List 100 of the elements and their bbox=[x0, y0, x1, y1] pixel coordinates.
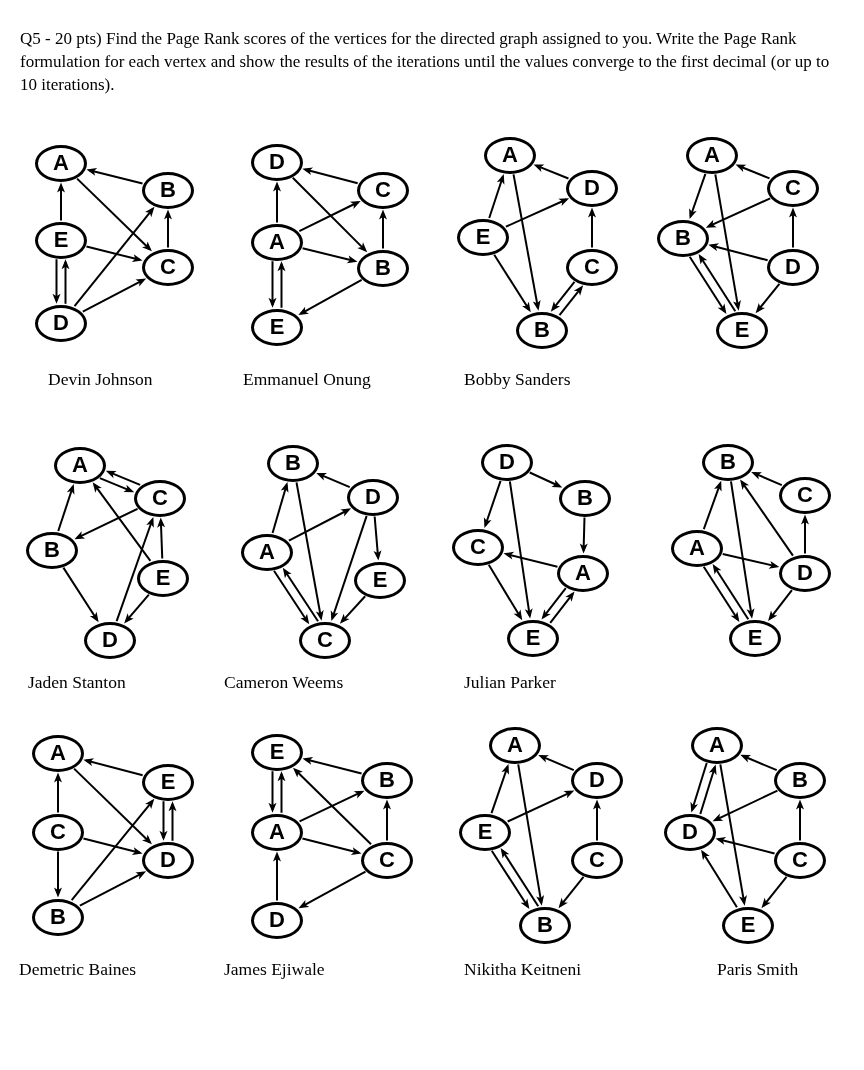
arrow bbox=[490, 763, 509, 815]
arrow bbox=[503, 551, 559, 568]
arrow bbox=[70, 798, 155, 902]
vertex-node: E bbox=[354, 561, 406, 599]
arrow bbox=[73, 206, 155, 308]
vertex-node: D bbox=[481, 443, 533, 481]
vertex-node: C bbox=[571, 841, 623, 879]
arrow bbox=[268, 260, 277, 308]
arrow bbox=[688, 255, 727, 315]
arrow bbox=[755, 282, 781, 314]
student-name: Julian Parker bbox=[464, 672, 556, 692]
arrow bbox=[541, 587, 567, 620]
vertex-node: D bbox=[664, 813, 716, 851]
vertex-node: E bbox=[716, 311, 768, 349]
vertex-node: C bbox=[452, 528, 504, 566]
vertex-node: B bbox=[657, 219, 709, 257]
vertex-node: B bbox=[142, 171, 194, 209]
arrow bbox=[719, 763, 747, 906]
arrow bbox=[298, 200, 361, 233]
arrow bbox=[78, 871, 147, 907]
arrow bbox=[83, 758, 144, 777]
arrow bbox=[796, 799, 804, 842]
arrow bbox=[81, 278, 147, 313]
vertex-node: B bbox=[774, 761, 826, 799]
arrow bbox=[689, 172, 707, 220]
arrow bbox=[483, 479, 502, 529]
arrow bbox=[62, 566, 99, 623]
vertex-node: B bbox=[559, 479, 611, 517]
vertex-node: D bbox=[251, 143, 303, 181]
arrow bbox=[168, 801, 177, 842]
arrow bbox=[52, 258, 61, 304]
vertex-node: E bbox=[251, 733, 303, 771]
vertex-node: A bbox=[251, 813, 303, 851]
vertex-node: C bbox=[774, 841, 826, 879]
arrow bbox=[339, 595, 367, 624]
vertex-node: B bbox=[26, 531, 78, 569]
arrow bbox=[273, 851, 281, 902]
arrow bbox=[268, 770, 277, 813]
arrow bbox=[558, 875, 585, 909]
vertex-node: E bbox=[35, 221, 87, 259]
arrow bbox=[729, 480, 755, 619]
vertex-node: B bbox=[361, 761, 413, 799]
arrow bbox=[549, 591, 575, 624]
vertex-node: D bbox=[571, 761, 623, 799]
arrow bbox=[512, 173, 541, 311]
arrow bbox=[164, 209, 172, 249]
arrow bbox=[493, 253, 531, 313]
arrow bbox=[92, 482, 152, 562]
vertex-node: A bbox=[484, 136, 536, 174]
arrow bbox=[714, 173, 741, 311]
arrow bbox=[282, 567, 319, 623]
arrow bbox=[789, 207, 797, 249]
arrow bbox=[105, 470, 142, 486]
student-name: Demetric Baines bbox=[19, 959, 137, 979]
student-name: Jaden Stanton bbox=[28, 672, 126, 692]
arrow bbox=[735, 164, 771, 180]
vertex-node: D bbox=[251, 901, 303, 939]
student-name: James Ejiwale bbox=[224, 959, 325, 979]
question-text: Q5 - 20 pts) Find the Page Rank scores of the vertices for the directed graph assigned to you. Write the Page Rank formulation for each vertex and show the results of the iterations until the values converge to the first decimal (or up to 10 iterations). bbox=[20, 28, 831, 96]
vertex-node: B bbox=[32, 898, 84, 936]
arrow bbox=[761, 875, 788, 909]
arrow bbox=[504, 198, 570, 228]
arrow bbox=[721, 552, 780, 569]
arrow bbox=[73, 767, 152, 845]
vertex-node: A bbox=[251, 223, 303, 261]
arrow bbox=[287, 508, 352, 542]
vertex-node: C bbox=[32, 813, 84, 851]
vertex-node: D bbox=[35, 304, 87, 342]
arrow bbox=[751, 471, 783, 487]
arrow bbox=[159, 800, 168, 841]
arrow bbox=[702, 480, 722, 531]
arrow bbox=[54, 850, 62, 898]
arrow bbox=[298, 870, 367, 909]
arrow bbox=[57, 483, 75, 533]
arrow bbox=[528, 471, 563, 488]
arrow bbox=[558, 285, 584, 317]
vertex-node: D bbox=[779, 554, 831, 592]
student-name: Bobby Sanders bbox=[464, 369, 571, 389]
arrow bbox=[373, 515, 382, 561]
arrow bbox=[316, 472, 351, 489]
vertex-node: A bbox=[557, 554, 609, 592]
vertex-node: E bbox=[142, 763, 194, 801]
arrow bbox=[506, 790, 575, 823]
arrow bbox=[533, 164, 570, 180]
student-name: Paris Smith bbox=[717, 959, 799, 979]
vertex-node: A bbox=[35, 144, 87, 182]
vertex-node: E bbox=[722, 906, 774, 944]
vertex-node: C bbox=[566, 248, 618, 286]
arrow bbox=[593, 799, 601, 842]
vertex-node: E bbox=[459, 813, 511, 851]
arrow bbox=[298, 278, 363, 316]
arrow bbox=[273, 569, 310, 625]
arrow bbox=[768, 589, 793, 621]
arrow bbox=[85, 245, 143, 262]
arrow bbox=[508, 480, 533, 619]
vertex-node: A bbox=[671, 529, 723, 567]
vertex-node: B bbox=[267, 444, 319, 482]
arrow bbox=[82, 837, 143, 855]
arrow bbox=[538, 754, 575, 772]
arrow bbox=[302, 757, 363, 775]
